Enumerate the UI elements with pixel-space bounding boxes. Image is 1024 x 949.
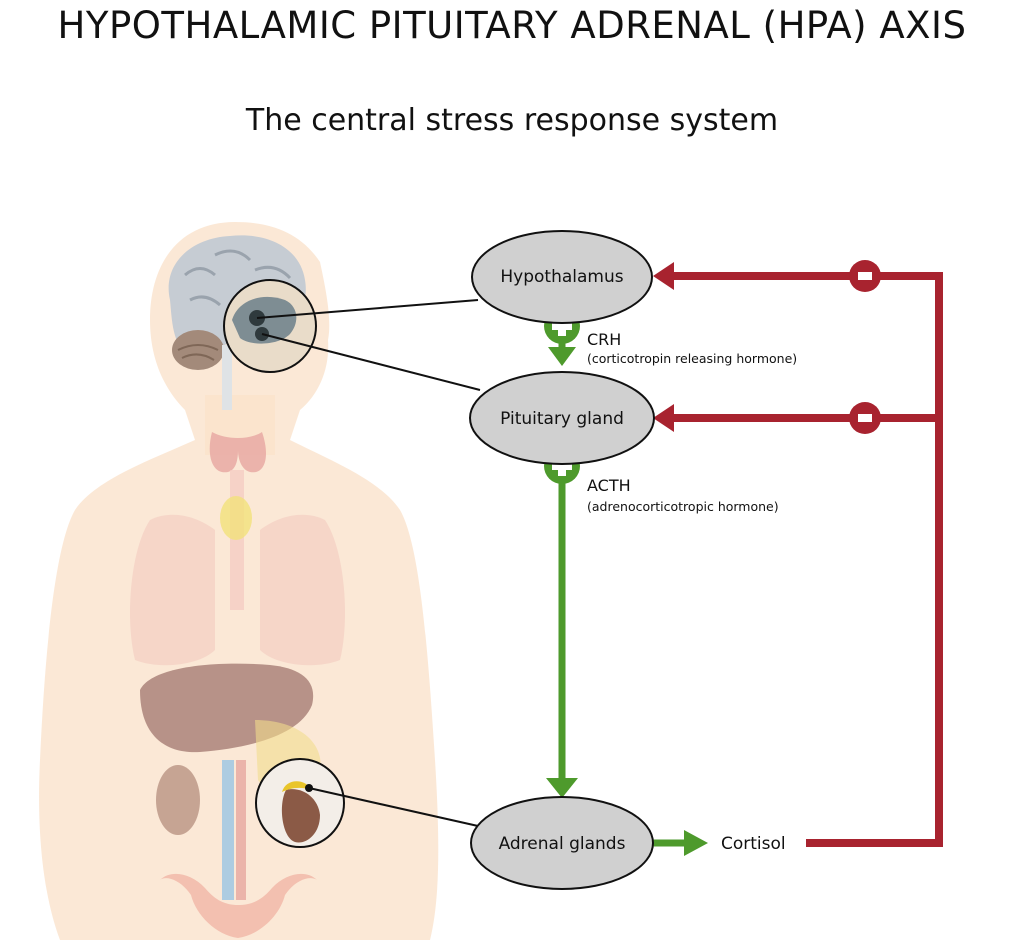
left-lung-shape	[130, 514, 215, 666]
hypothalamus-label: Hypothalamus	[500, 267, 623, 287]
hypothalamus-node: Hypothalamus	[471, 230, 653, 324]
pituitary-minus-icon	[849, 402, 881, 434]
acth-description: (adrenocorticotropic hormone)	[587, 499, 779, 514]
thyroid-shape	[209, 432, 266, 473]
cortisol-label: Cortisol	[721, 834, 786, 854]
adrenal-label: Adrenal glands	[499, 834, 626, 854]
adrenal-node: Adrenal glands	[470, 796, 654, 890]
brain-zoom-inset	[223, 279, 317, 373]
crh-label: CRH	[587, 330, 621, 349]
diagram-subtitle: The central stress response system	[245, 103, 779, 138]
diagram-title: HYPOTHALAMIC PITUITARY ADRENAL (HPA) AXI…	[57, 4, 967, 47]
adrenal-zoom-inset	[255, 758, 345, 848]
right-lung-shape	[260, 514, 345, 666]
acth-arrowhead	[546, 778, 578, 798]
pituitary-feedback-arrowhead	[653, 404, 674, 432]
negative-feedback-loop	[653, 260, 943, 847]
hypothalamus-minus-icon	[849, 260, 881, 292]
crh-description: (corticotropin releasing hormone)	[587, 351, 797, 366]
thymus-shape	[220, 496, 252, 540]
acth-label: ACTH	[587, 476, 631, 495]
pituitary-node: Pituitary gland	[469, 371, 655, 465]
cerebellum-shape	[172, 330, 224, 370]
hypothalamus-feedback-arrowhead	[653, 262, 674, 290]
pituitary-connector	[261, 333, 481, 391]
adrenal-connector	[308, 787, 479, 827]
cortisol-arrowhead	[684, 830, 708, 856]
hypothalamus-connector	[256, 299, 479, 319]
crh-arrowhead	[548, 347, 576, 366]
uterus-shape	[160, 873, 317, 938]
pituitary-label: Pituitary gland	[500, 409, 624, 429]
